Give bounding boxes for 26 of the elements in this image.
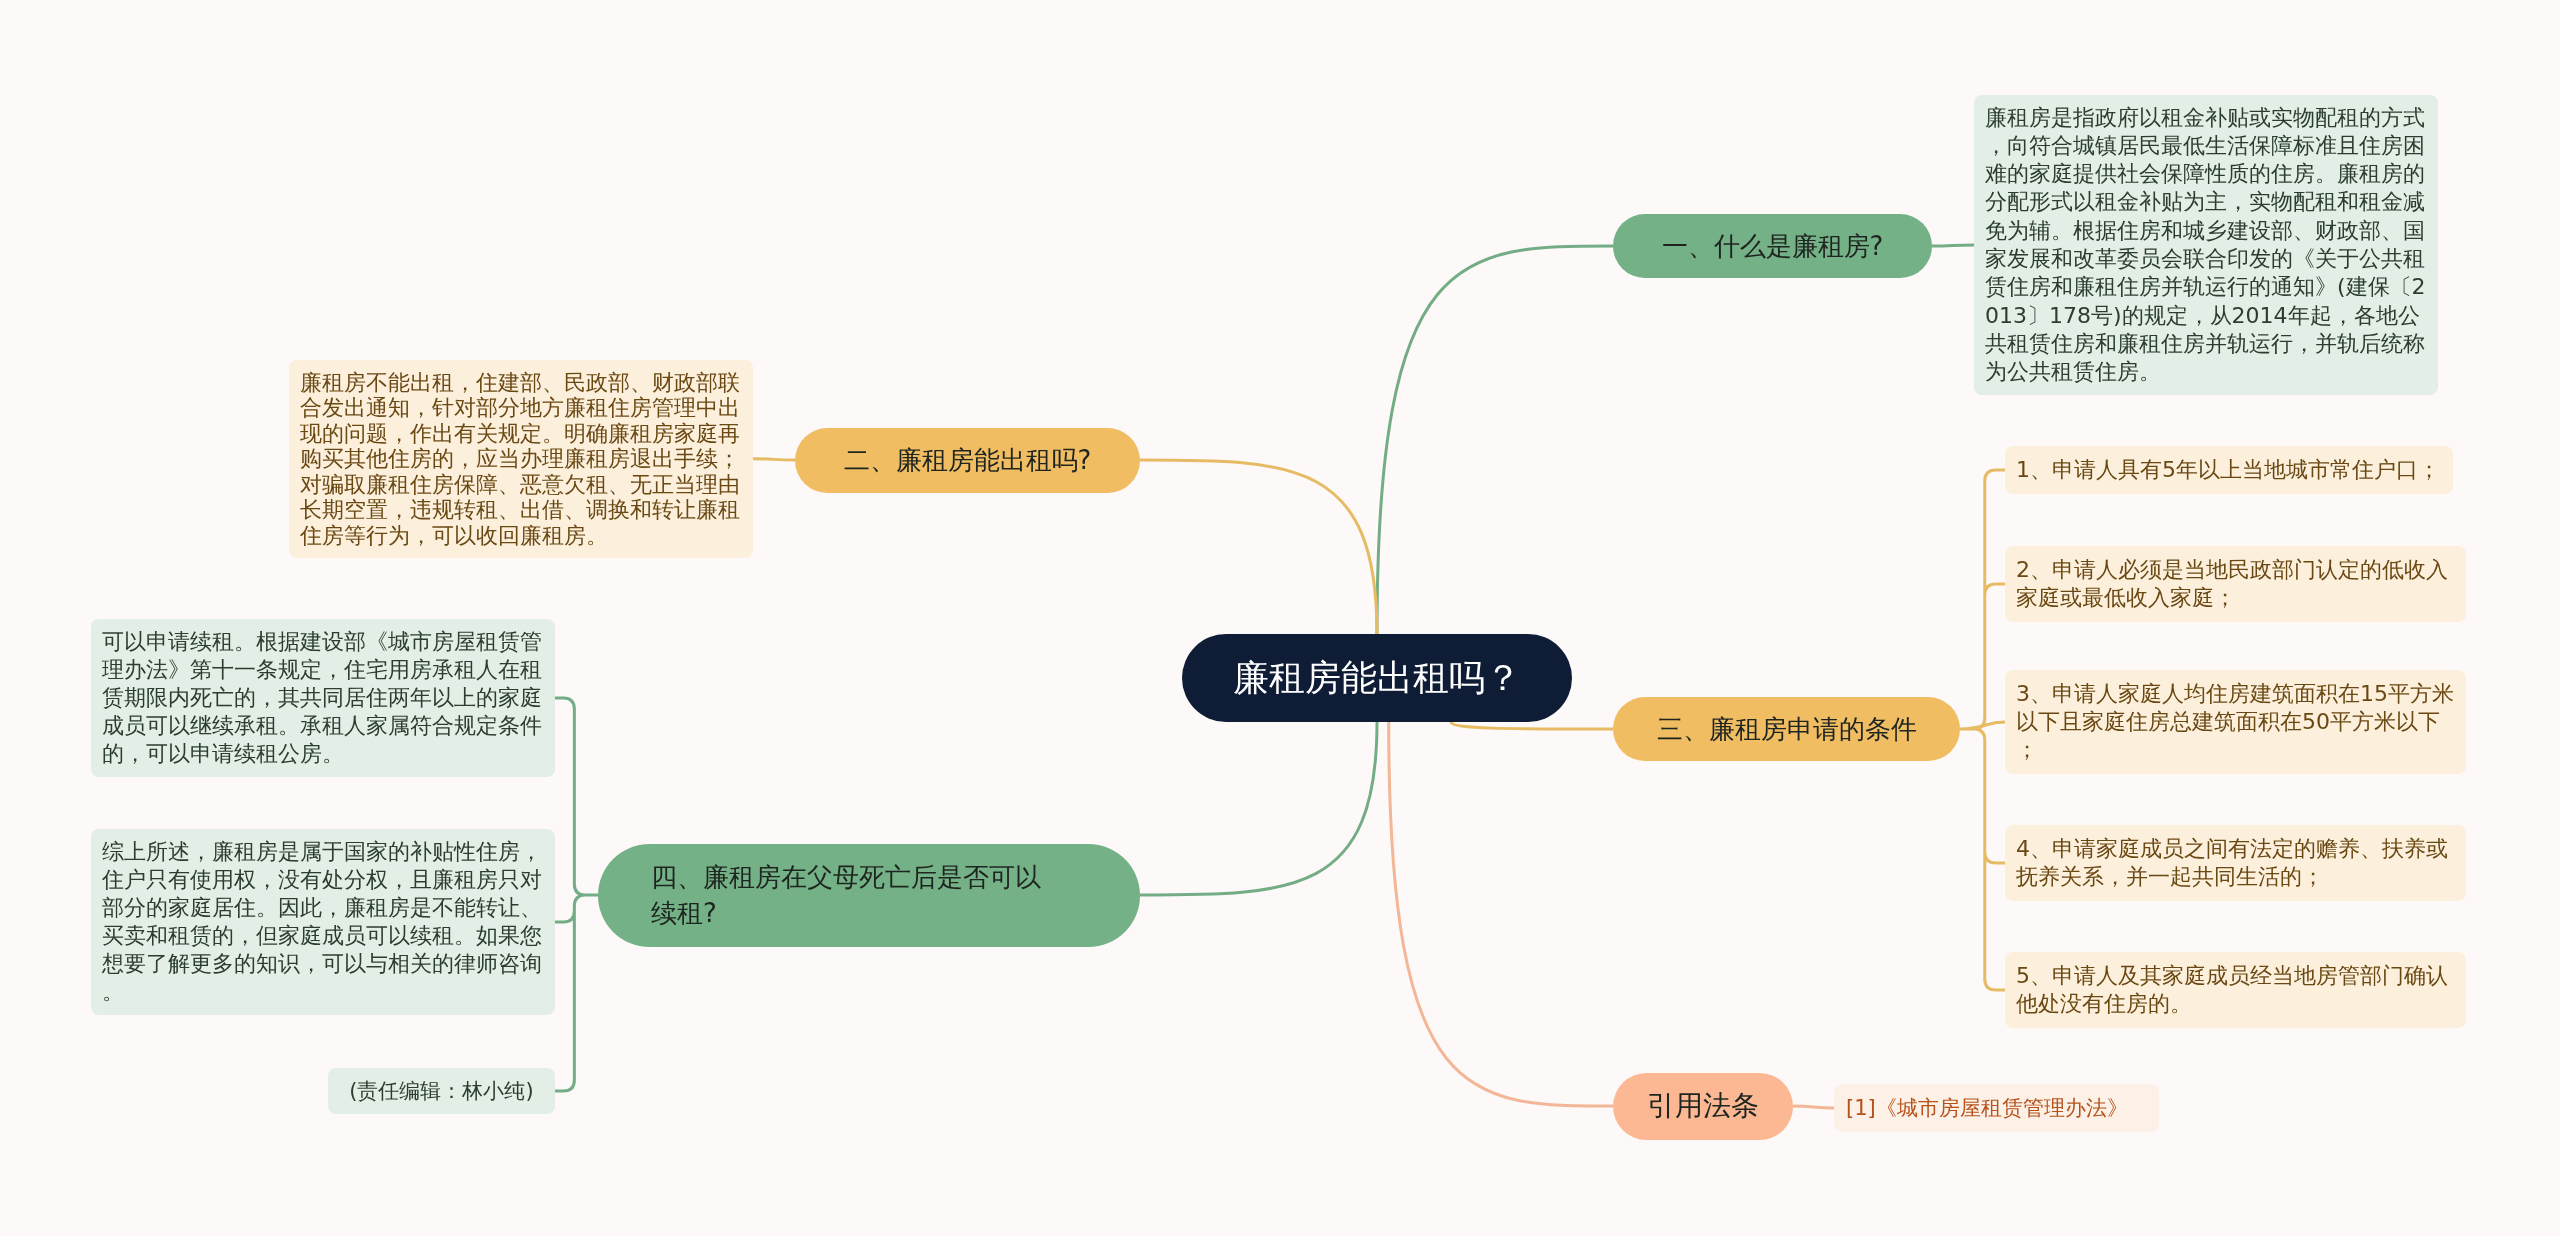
connector-line (1140, 721, 1379, 897)
connector-line (1958, 468, 2007, 992)
condition-card: 2、申请人必须是当地民政部门认定的低收入家庭或最低收入家庭； (2005, 546, 2466, 622)
editor-note-card: (责任编辑：林小纯) (328, 1068, 555, 1114)
connector-line (1932, 243, 1974, 248)
condition-card: 5、申请人及其家庭成员经当地房管部门确认他处没有住房的。 (2005, 952, 2466, 1028)
note-card: 综上所述，廉租房是属于国家的补贴性住房，住户只有使用权，没有处分权，且廉租房只对部分的家庭居住。因此，廉租房是不能转让、买卖和租赁的，但家庭成员可以续租。如果您想要了解更多的知识，可以与相关的律师咨询。 (91, 829, 555, 1015)
connector-line (753, 457, 795, 462)
connector-line (1450, 720, 1613, 731)
condition-card: 1、申请人具有5年以上当地城市常住户口； (2005, 446, 2453, 494)
branch-pill: 二、廉租房能出租吗? (795, 427, 1140, 493)
condition-card: 3、申请人家庭人均住房建筑面积在15平方米以下且家庭住房总建筑面积在50平方米以下； (2005, 670, 2466, 774)
connector-line (1140, 458, 1379, 635)
connector-line (1387, 721, 1613, 1108)
topic-pill: 廉租房能出租吗？ (1182, 634, 1572, 722)
branch-pill: 引用法条 (1613, 1072, 1793, 1140)
branch-pill: 三、廉租房申请的条件 (1613, 697, 1960, 761)
note-card: 可以申请续租。根据建设部《城市房屋租赁管理办法》第十一条规定，住宅用房承租人在租赁期限内死亡的，其共同居住两年以上的家庭成员可以继续承租。承租人家属符合规定条件的，可以申请续租公房。 (91, 619, 555, 777)
connector-line (553, 696, 600, 1093)
note-card: 廉租房不能出租，住建部、民政部、财政部联合发出通知，针对部分地方廉租住房管理中出现的问题，作出有关规定。明确廉租房家庭再购买其他住房的，应当办理廉租房退出手续；对骗取廉租住房保障、恶意欠租、无正当理由长期空置，违规转租、出借、调换和转让廉租住房等行为，可以收回廉租房。 (289, 359, 753, 558)
branch-pill: 一、什么是廉租房? (1613, 214, 1932, 278)
branch-pill: 四、廉租房在父母死亡后是否可以续租? (598, 843, 1140, 947)
note-card: 廉租房是指政府以租金补贴或实物配租的方式，向符合城镇居民最低生活保障标准且住房困难的家庭提供社会保障性质的住房。廉租房的分配形式以租金补贴为主，实物配租和租金减免为辅。根据住房和城乡建设部、财政部、国家发展和改革委员会联合印发的《关于公共租赁住房和廉租住房并轨运行的通知》(建保〔2013〕178号)的规定，从2014年起，各地公共租赁住房和廉租住房并轨运行，并轨后统称为公共租赁住房。 (1974, 94, 2438, 396)
connector-line (1793, 1104, 1834, 1110)
condition-card: 4、申请家庭成员之间有法定的赡养、扶养或抚养关系，并一起共同生活的； (2005, 825, 2466, 901)
reference-card: [1]《城市房屋租赁管理办法》 (1834, 1084, 2159, 1132)
